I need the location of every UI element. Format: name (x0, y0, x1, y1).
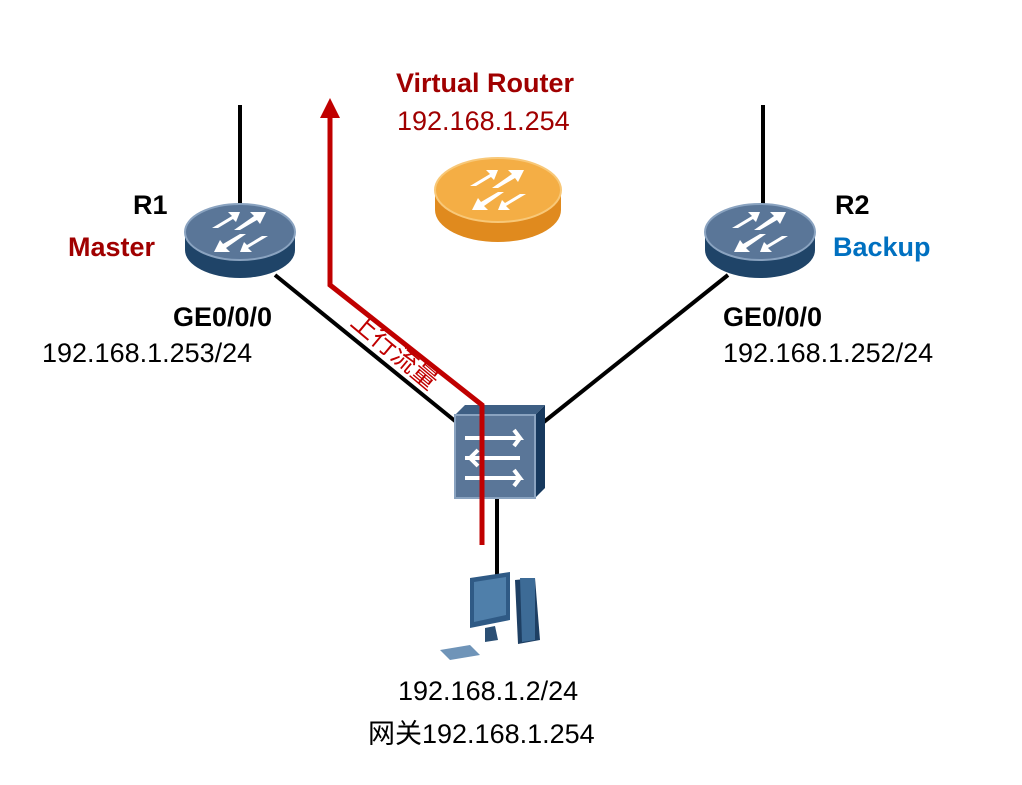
r1-router-icon[interactable] (184, 203, 296, 278)
r1-switch-link (273, 273, 462, 427)
pc-ip: 192.168.1.2/24 (398, 676, 579, 706)
r1-name: R1 (133, 190, 168, 220)
upstream-traffic-path (327, 115, 485, 545)
r2-ip: 192.168.1.252/24 (723, 338, 934, 368)
virtual-router-title: Virtual Router (396, 68, 575, 98)
r1-ip: 192.168.1.253/24 (42, 338, 253, 368)
pc-gateway: 网关192.168.1.254 (368, 719, 595, 749)
r2-interface: GE0/0/0 (723, 302, 823, 332)
r2-role: Backup (833, 232, 931, 262)
r1-role: Master (68, 232, 156, 262)
traffic-arrowhead-icon (320, 98, 340, 118)
virtual-router-ip: 192.168.1.254 (397, 106, 570, 136)
r2-name: R2 (835, 190, 870, 220)
r2-router-icon[interactable] (704, 203, 816, 278)
r2-switch-link (538, 273, 730, 427)
virtual-router-icon (434, 157, 562, 242)
r1-interface: GE0/0/0 (173, 302, 273, 332)
pc-icon (440, 572, 540, 660)
switch-icon[interactable] (454, 405, 545, 499)
